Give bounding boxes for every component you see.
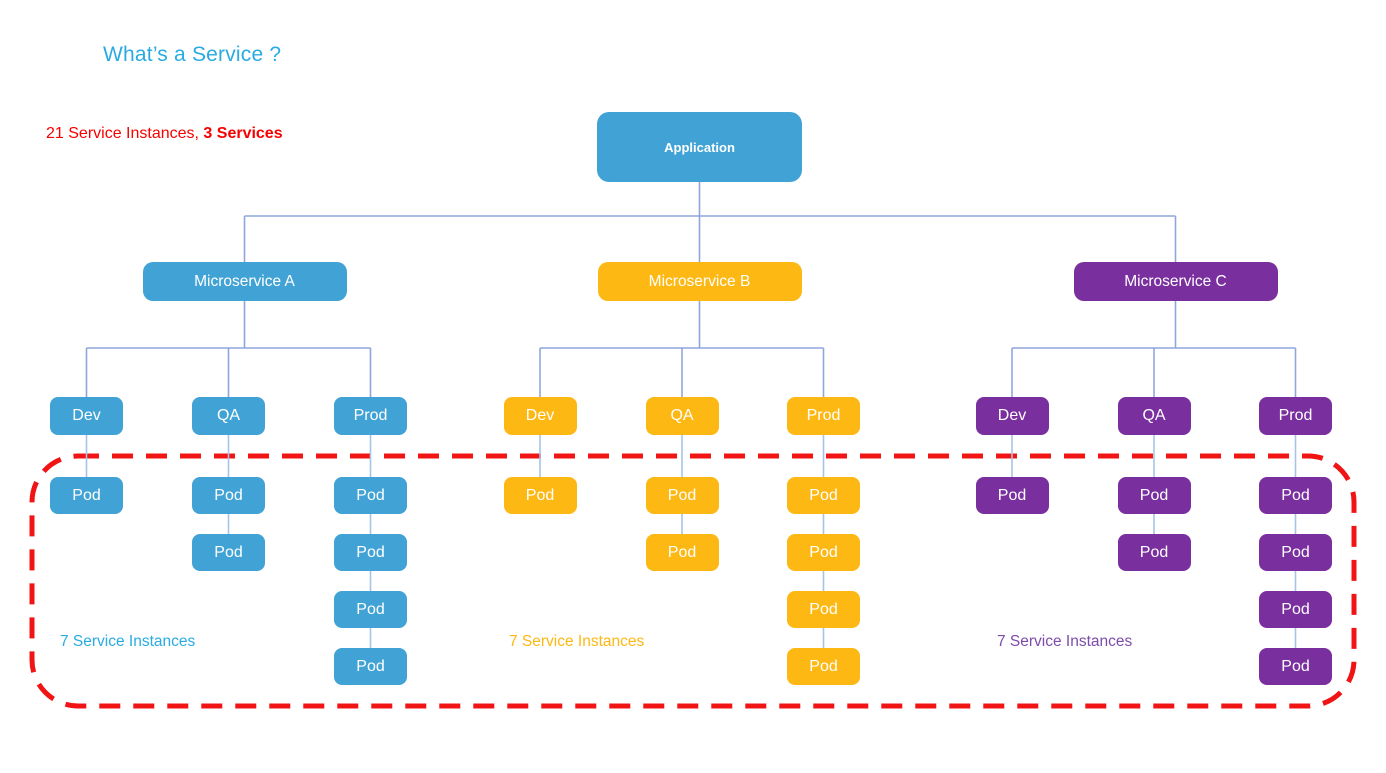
node-microservice-a: Microservice A	[142, 262, 347, 301]
node-microservice-b-qa-pod-1: Pod	[645, 477, 719, 514]
node-microservice-a-prod-pod-2: Pod	[334, 534, 407, 571]
node-microservice-c-prod-pod-4: Pod	[1259, 648, 1332, 685]
node-microservice-b-prod-pod-1: Pod	[787, 477, 860, 514]
node-microservice-a-qa-pod-1: Pod	[192, 477, 265, 514]
node-microservice-a-qa-pod-2: Pod	[192, 534, 265, 571]
node-microservice-c: Microservice C	[1073, 262, 1278, 301]
summary-text: 21 Service Instances, 3 Services	[46, 124, 283, 144]
node-microservice-a-prod-pod-3: Pod	[334, 591, 407, 628]
node-microservice-b-dev-pod-1: Pod	[503, 477, 577, 514]
node-microservice-c-dev-pod-1: Pod	[975, 477, 1049, 514]
node-microservice-b-prod-pod-2: Pod	[787, 534, 860, 571]
node-microservice-b-prod: Prod	[787, 397, 860, 435]
node-microservice-a-qa: QA	[192, 397, 265, 435]
summary-bold: 3 Services	[203, 125, 283, 142]
node-microservice-c-qa-pod-2: Pod	[1117, 534, 1191, 571]
node-microservice-c-qa: QA	[1117, 397, 1191, 435]
node-microservice-b-qa-pod-2: Pod	[645, 534, 719, 571]
node-microservice-c-prod: Prod	[1259, 397, 1332, 435]
node-microservice-b-dev: Dev	[503, 397, 577, 435]
node-microservice-a-dev: Dev	[50, 397, 123, 435]
service-instances-enclosure	[29, 453, 1357, 709]
node-microservice-b-qa: QA	[645, 397, 719, 435]
summary-regular: 21 Service Instances,	[46, 125, 204, 142]
node-microservice-a-dev-pod-1: Pod	[50, 477, 123, 514]
node-microservice-a-prod-pod-4: Pod	[334, 648, 407, 685]
footer-microservice-b: 7 Service Instances	[509, 633, 645, 650]
node-microservice-c-prod-pod-3: Pod	[1259, 591, 1332, 628]
node-application: Application	[597, 112, 802, 182]
footer-microservice-c: 7 Service Instances	[997, 633, 1133, 650]
node-microservice-b: Microservice B	[597, 262, 802, 301]
node-microservice-a-prod: Prod	[334, 397, 407, 435]
node-microservice-c-qa-pod-1: Pod	[1117, 477, 1191, 514]
node-microservice-c-dev: Dev	[975, 397, 1049, 435]
node-microservice-c-prod-pod-2: Pod	[1259, 534, 1332, 571]
node-microservice-b-prod-pod-3: Pod	[787, 591, 860, 628]
page-title: What’s a Service ?	[103, 43, 282, 66]
node-microservice-a-prod-pod-1: Pod	[334, 477, 407, 514]
node-microservice-c-prod-pod-1: Pod	[1259, 477, 1332, 514]
footer-microservice-a: 7 Service Instances	[60, 633, 196, 650]
node-microservice-b-prod-pod-4: Pod	[787, 648, 860, 685]
